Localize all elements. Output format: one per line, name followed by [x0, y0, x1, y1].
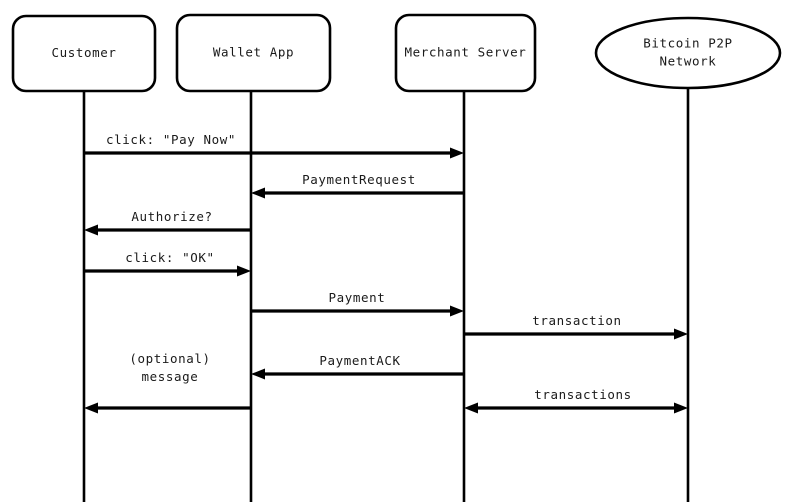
- participant-label: Wallet App: [213, 45, 294, 60]
- participant-box: [175, 13, 332, 93]
- nodes-layer: Customer Wallet App Merchant Server Bitcoin…: [11, 13, 782, 93]
- participant-label: Network: [660, 54, 717, 69]
- message-msg-optional-message[interactable]: (optional) message: [84, 351, 251, 414]
- participant-bitcoin[interactable]: Bitcoin P2P Network: [594, 16, 782, 90]
- arrowhead-icon: [84, 224, 98, 236]
- message-label: transactions: [534, 387, 632, 402]
- messages-layer: click: "Pay Now" PaymentRequestAuthorize?…: [84, 132, 688, 414]
- participant-label: Merchant Server: [405, 45, 527, 60]
- message-label: click: "OK": [125, 250, 214, 265]
- message-msg-payment-ack[interactable]: PaymentACK: [251, 353, 464, 380]
- arrowhead-icon: [237, 265, 251, 277]
- arrowhead-icon: [674, 402, 688, 414]
- message-msg-transaction[interactable]: transaction: [464, 313, 688, 340]
- message-msg-authorize[interactable]: Authorize?: [84, 209, 251, 236]
- participant-box: [394, 13, 537, 93]
- message-msg-payment[interactable]: Payment: [251, 290, 464, 317]
- arrowhead-icon: [251, 187, 265, 199]
- message-msg-click-ok[interactable]: click: "OK": [84, 250, 251, 277]
- message-label: Authorize?: [131, 209, 212, 224]
- arrowhead-icon: [464, 402, 478, 414]
- arrowhead-icon: [251, 368, 265, 380]
- message-label: message: [142, 369, 199, 384]
- message-label: (optional): [129, 351, 210, 366]
- message-label: Payment: [329, 290, 386, 305]
- arrowhead-icon: [674, 328, 688, 340]
- lifelines-layer: [82, 88, 690, 502]
- message-label: PaymentRequest: [302, 172, 416, 187]
- participant-ellipse: [594, 16, 782, 90]
- participant-customer[interactable]: Customer: [11, 14, 157, 93]
- message-label: click: "Pay Now": [106, 132, 236, 147]
- message-msg-click-pay-now[interactable]: click: "Pay Now": [84, 132, 464, 159]
- arrowhead-icon: [450, 147, 464, 159]
- participant-merchant[interactable]: Merchant Server: [394, 13, 537, 93]
- arrowhead-icon: [84, 402, 98, 414]
- participant-box: [11, 14, 157, 93]
- message-label: transaction: [532, 313, 621, 328]
- participant-wallet[interactable]: Wallet App: [175, 13, 332, 93]
- message-label: PaymentACK: [319, 353, 400, 368]
- message-msg-payment-request[interactable]: PaymentRequest: [251, 172, 464, 199]
- arrowhead-icon: [450, 305, 464, 317]
- participant-label: Customer: [51, 45, 116, 60]
- participant-label: Bitcoin P2P: [643, 36, 732, 51]
- message-msg-transactions[interactable]: transactions: [464, 387, 688, 414]
